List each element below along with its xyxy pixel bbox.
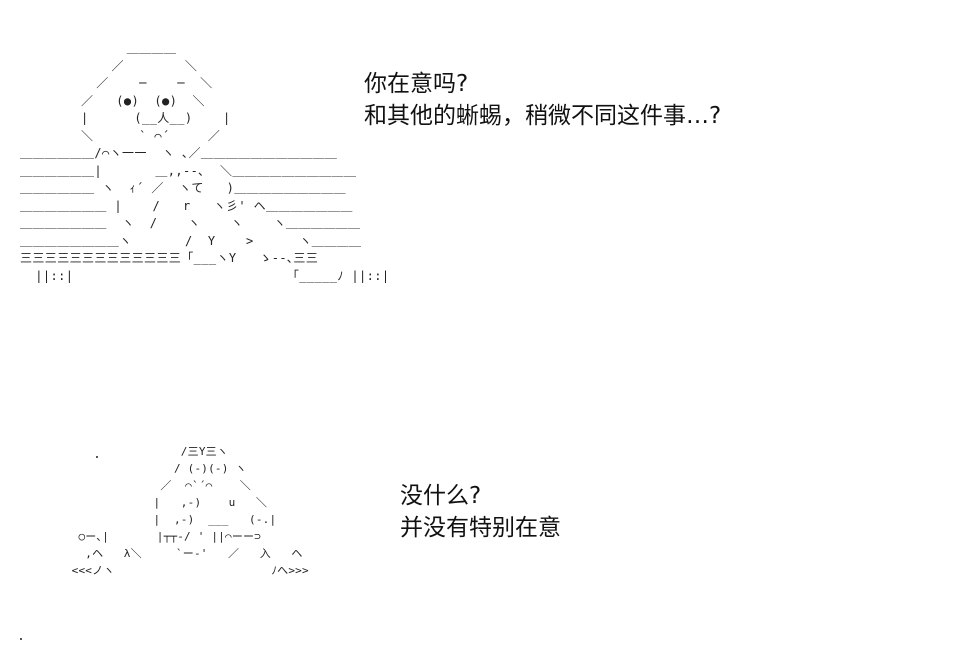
dialog-bottom-line-2: 并没有特别在意 (400, 515, 561, 541)
dialog-top: 你在意吗? 和其他的蜥蜴，稍微不同这件事…? (364, 68, 721, 132)
ascii-art-yaruo-face: ＿＿＿＿ ／ ＼ ／ ─ ─ ＼ ／ (●) (●) ＼ | (__人__) |… (20, 41, 390, 283)
dialog-bottom: 没什么? 并没有特别在意 (400, 480, 561, 544)
stray-dot-bottom (20, 638, 22, 640)
dialog-bottom-line-1: 没什么? (400, 483, 482, 509)
dialog-top-line-1: 你在意吗? (364, 71, 469, 97)
stray-dot-top (96, 456, 98, 458)
dialog-top-line-2: 和其他的蜥蜴，稍微不同这件事…? (364, 103, 722, 129)
ascii-art-yaranaio-figure: /三Y三ヽ / (-)(-) ヽ ／ ⌒`´⌒ ＼ | ,-) u ＼ | ,-… (71, 445, 309, 577)
